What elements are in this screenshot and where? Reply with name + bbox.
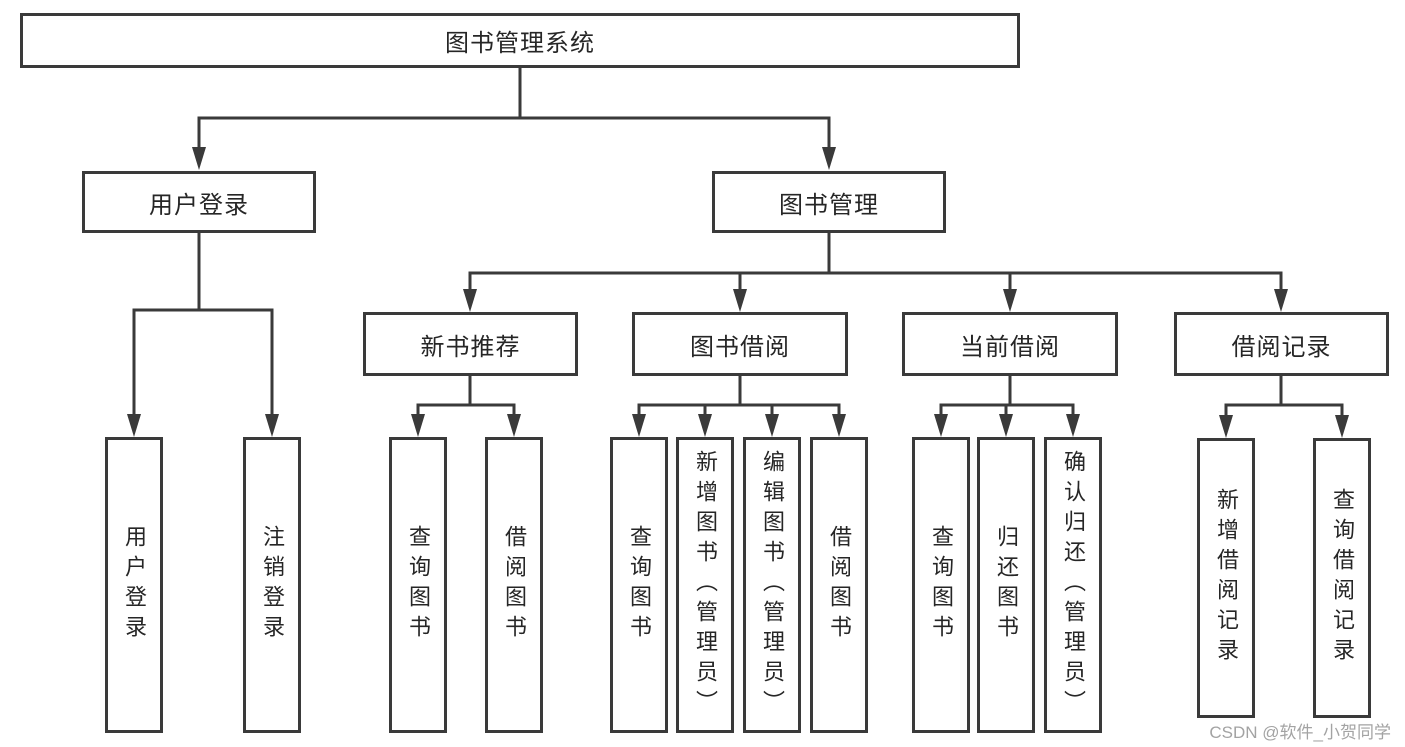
node-current-borrow: 当前借阅 [902,312,1118,376]
leaf-query-borrow-record-label: 查询借阅记录 [1330,488,1355,668]
node-user-login-label: 用户登录 [149,191,249,219]
node-borrow-records: 借阅记录 [1174,312,1389,376]
arrowhead [1335,415,1349,438]
connector-new-book-rec-children [411,376,521,437]
leaf-query-borrow-record: 查询借阅记录 [1313,438,1371,718]
connector-root-to-level2 [192,68,836,170]
connector-borrow-records-children [1219,376,1349,438]
arrowhead [507,414,521,437]
arrowhead [822,147,836,170]
arrowhead [765,414,779,437]
node-borrow-records-label: 借阅记录 [1231,333,1332,361]
node-book-mgmt: 图书管理 [712,171,946,233]
arrowhead [934,414,948,437]
leaf-user-login-label: 用户登录 [122,525,147,645]
node-current-borrow-label: 当前借阅 [960,333,1060,361]
leaf-edit-books-admin: 编辑图书（管理员） [743,437,801,733]
arrowhead [632,414,646,437]
arrowhead [1274,289,1288,312]
leaf-add-books-admin-label: 新增图书（管理员） [693,450,718,720]
arrowhead [1003,289,1017,312]
leaf-return-books-label: 归还图书 [994,525,1019,645]
node-root: 图书管理系统 [20,13,1020,68]
leaf-borrow-books: 借阅图书 [810,437,868,733]
node-user-login: 用户登录 [82,171,316,233]
watermark: CSDN @软件_小贺同学 [1209,723,1391,742]
arrowhead [463,289,477,312]
arrowhead [698,414,712,437]
leaf-confirm-return-admin: 确认归还（管理员） [1044,437,1102,733]
node-book-borrow-label: 图书借阅 [690,333,790,361]
arrowhead [733,289,747,312]
connector-current-borrow-children [934,376,1080,437]
node-root-label: 图书管理系统 [445,30,595,57]
node-new-book-rec: 新书推荐 [363,312,578,376]
leaf-edit-books-admin-label: 编辑图书（管理员） [760,450,785,720]
node-new-book-rec-label: 新书推荐 [420,333,521,361]
leaf-query-books-rec-label: 查询图书 [406,525,431,645]
leaf-borrow-books-rec-label: 借阅图书 [502,525,527,645]
leaf-query-books-borrow: 查询图书 [610,437,668,733]
leaf-query-books-borrow-label: 查询图书 [627,525,652,645]
leaf-return-books: 归还图书 [977,437,1035,733]
leaf-user-login: 用户登录 [105,437,163,733]
arrowhead [832,414,846,437]
arrowhead [127,414,141,437]
leaf-logout-label: 注销登录 [260,525,285,645]
arrowhead [192,147,206,170]
leaf-logout: 注销登录 [243,437,301,733]
node-book-mgmt-label: 图书管理 [779,191,879,219]
leaf-borrow-books-rec: 借阅图书 [485,437,543,733]
arrowhead [1219,415,1233,438]
connector-book-mgmt-children [463,233,1288,312]
node-book-borrow: 图书借阅 [632,312,848,376]
connector-user-login-children [127,233,279,437]
leaf-add-borrow-record: 新增借阅记录 [1197,438,1255,718]
leaf-confirm-return-admin-label: 确认归还（管理员） [1061,450,1086,720]
connector-book-borrow-children [632,376,846,437]
leaf-add-borrow-record-label: 新增借阅记录 [1214,488,1239,668]
arrowhead [999,414,1013,437]
leaf-borrow-books-label: 借阅图书 [827,525,852,645]
arrowhead [1066,414,1080,437]
leaf-query-books-current: 查询图书 [912,437,970,733]
leaf-query-books-rec: 查询图书 [389,437,447,733]
arrowhead [265,414,279,437]
leaf-add-books-admin: 新增图书（管理员） [676,437,734,733]
arrowhead [411,414,425,437]
leaf-query-books-current-label: 查询图书 [929,525,954,645]
